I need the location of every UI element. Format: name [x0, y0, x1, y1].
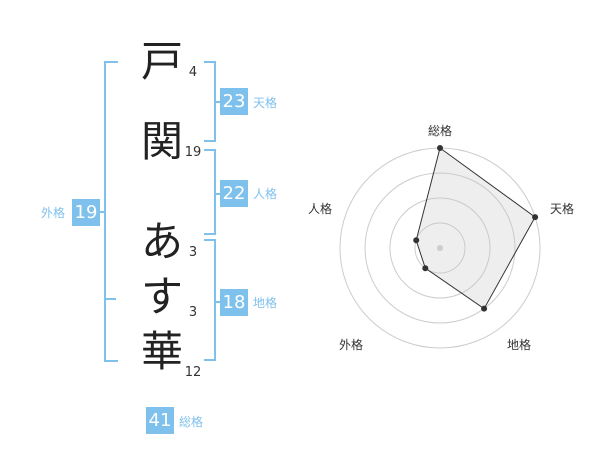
name-char-5: 華 — [140, 327, 183, 376]
gaikaku-bracket-stem — [98, 211, 105, 213]
radar-axis-label-1: 総格 — [428, 124, 453, 138]
jinkaku-value: 22 — [220, 180, 248, 207]
radar-axis-label-5: 人格 — [308, 202, 333, 216]
radar-data-polygon — [415, 147, 536, 310]
stroke-count-3: 3 — [188, 245, 198, 260]
gaikaku-bracket-divider — [104, 298, 116, 300]
chikaku-bracket — [204, 239, 216, 361]
radar-center-marker — [437, 245, 443, 251]
name-char-1: 戸 — [140, 37, 183, 86]
tenkaku-value: 23 — [220, 88, 248, 115]
radar-ring-2 — [389, 197, 491, 299]
soukaku-value: 41 — [146, 407, 174, 434]
radar-axis-label-3: 地格 — [507, 338, 532, 352]
chikaku-label: 地格 — [253, 296, 278, 310]
radar-axis-label-2: 天格 — [550, 202, 575, 216]
gaikaku-bracket — [104, 61, 118, 362]
name-char-3: あ — [140, 217, 183, 266]
stroke-count-4: 3 — [188, 305, 198, 320]
gaikaku-value: 19 — [72, 199, 100, 226]
jinkaku-bracket-stem — [215, 193, 221, 195]
radar-ring-1 — [414, 222, 466, 274]
tenkaku-label: 天格 — [253, 96, 278, 110]
radar-point-4 — [422, 265, 429, 272]
stroke-count-2: 19 — [184, 145, 202, 160]
radar-point-5 — [413, 237, 420, 244]
radar-axis-label-4: 外格 — [339, 338, 364, 352]
jinkaku-bracket — [204, 149, 216, 235]
name-char-4: す — [140, 272, 183, 321]
radar-point-2 — [532, 214, 539, 221]
chikaku-bracket-stem — [215, 301, 221, 303]
radar-ring-3 — [364, 172, 516, 324]
stroke-count-1: 4 — [188, 65, 198, 80]
gaikaku-label: 外格 — [41, 206, 66, 220]
tenkaku-bracket-stem — [215, 101, 221, 103]
stroke-count-5: 12 — [184, 365, 202, 380]
name-char-2: 関 — [140, 117, 183, 166]
radar-point-1 — [437, 145, 443, 151]
jinkaku-label: 人格 — [253, 187, 278, 201]
chikaku-value: 18 — [220, 289, 248, 316]
soukaku-label: 総格 — [179, 415, 204, 429]
radar-point-3 — [481, 305, 488, 312]
